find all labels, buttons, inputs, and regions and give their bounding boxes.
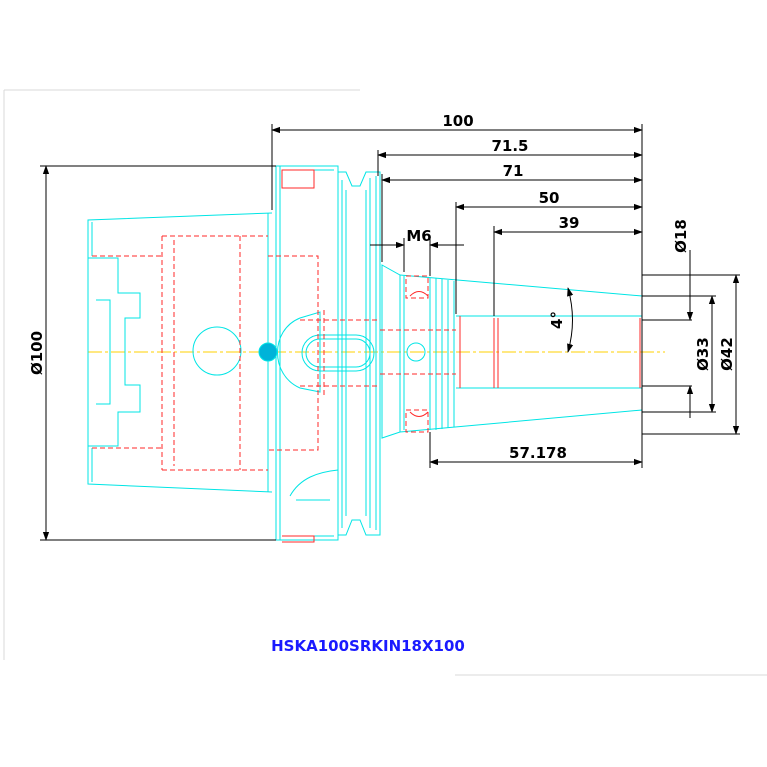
dim-thread-m6: M6 xyxy=(406,227,431,245)
dim-nose-diameter-42: Ø42 xyxy=(718,337,736,371)
dim-overall-length: 100 xyxy=(442,112,473,130)
dim-nose-diameter-33: Ø33 xyxy=(694,337,712,371)
dim-nose-length: 57.178 xyxy=(509,444,567,462)
dim-39: 39 xyxy=(559,214,580,232)
dim-taper-angle: 4° xyxy=(548,311,566,329)
dim-flange-diameter: Ø100 xyxy=(28,331,46,375)
part-number-title: HSKA100SRKIN18X100 xyxy=(271,637,465,655)
dim-50: 50 xyxy=(539,189,560,207)
page-frame xyxy=(3,89,767,676)
dim-71: 71 xyxy=(503,162,524,180)
dim-bore-diameter: Ø18 xyxy=(672,219,690,253)
dimension-labels: 100 71.5 71 50 39 M6 57.178 Ø18 Ø33 Ø42 … xyxy=(28,112,736,462)
center-mark xyxy=(258,342,278,362)
dim-71-5: 71.5 xyxy=(491,137,528,155)
dimension-lines xyxy=(40,124,740,541)
hidden-lines xyxy=(92,169,641,543)
